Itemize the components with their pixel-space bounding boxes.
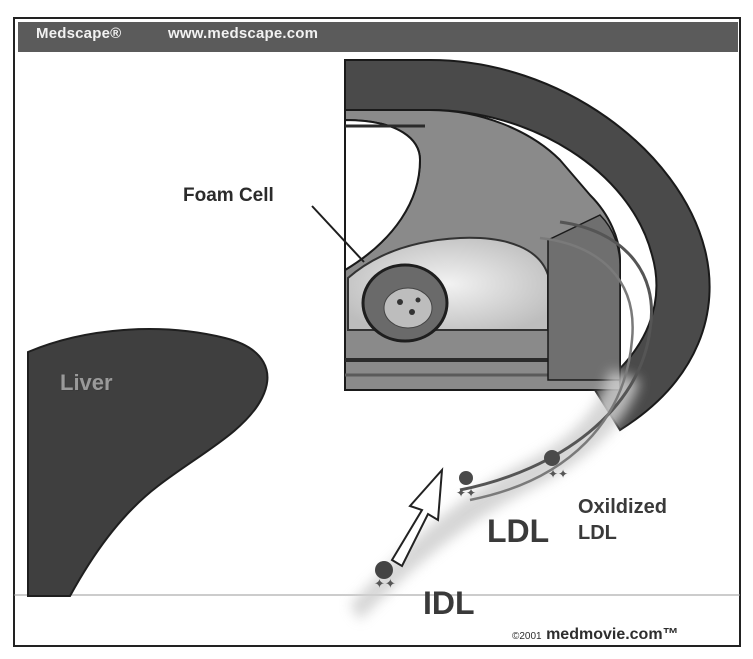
header-bar <box>18 22 738 52</box>
copyright-label: ©2001 medmovie.com™ <box>512 626 679 644</box>
oxidized-label-line2: LDL <box>578 522 617 545</box>
ldl-particle <box>459 471 473 485</box>
header-brand[interactable]: Medscape® <box>36 25 121 42</box>
foam-cell-label: Foam Cell <box>183 185 274 207</box>
foam-cell-core <box>384 288 432 328</box>
copyright-prefix: ©2001 <box>512 631 542 642</box>
ldl-particle-stars: ✦✦ <box>456 486 476 500</box>
oxidized-ldl-stars: ✦✦ <box>548 467 568 481</box>
idl-particle-stars: ✦✦ <box>374 576 396 591</box>
oxidized-label-line1: Oxildized <box>578 496 667 519</box>
liver-label: Liver <box>60 370 113 396</box>
copyright-site: medmovie.com™ <box>542 626 679 643</box>
ldl-label: LDL <box>487 513 549 550</box>
header-url[interactable]: www.medscape.com <box>168 25 318 42</box>
oxidized-ldl-particle <box>544 450 560 466</box>
idl-label: IDL <box>423 585 475 622</box>
